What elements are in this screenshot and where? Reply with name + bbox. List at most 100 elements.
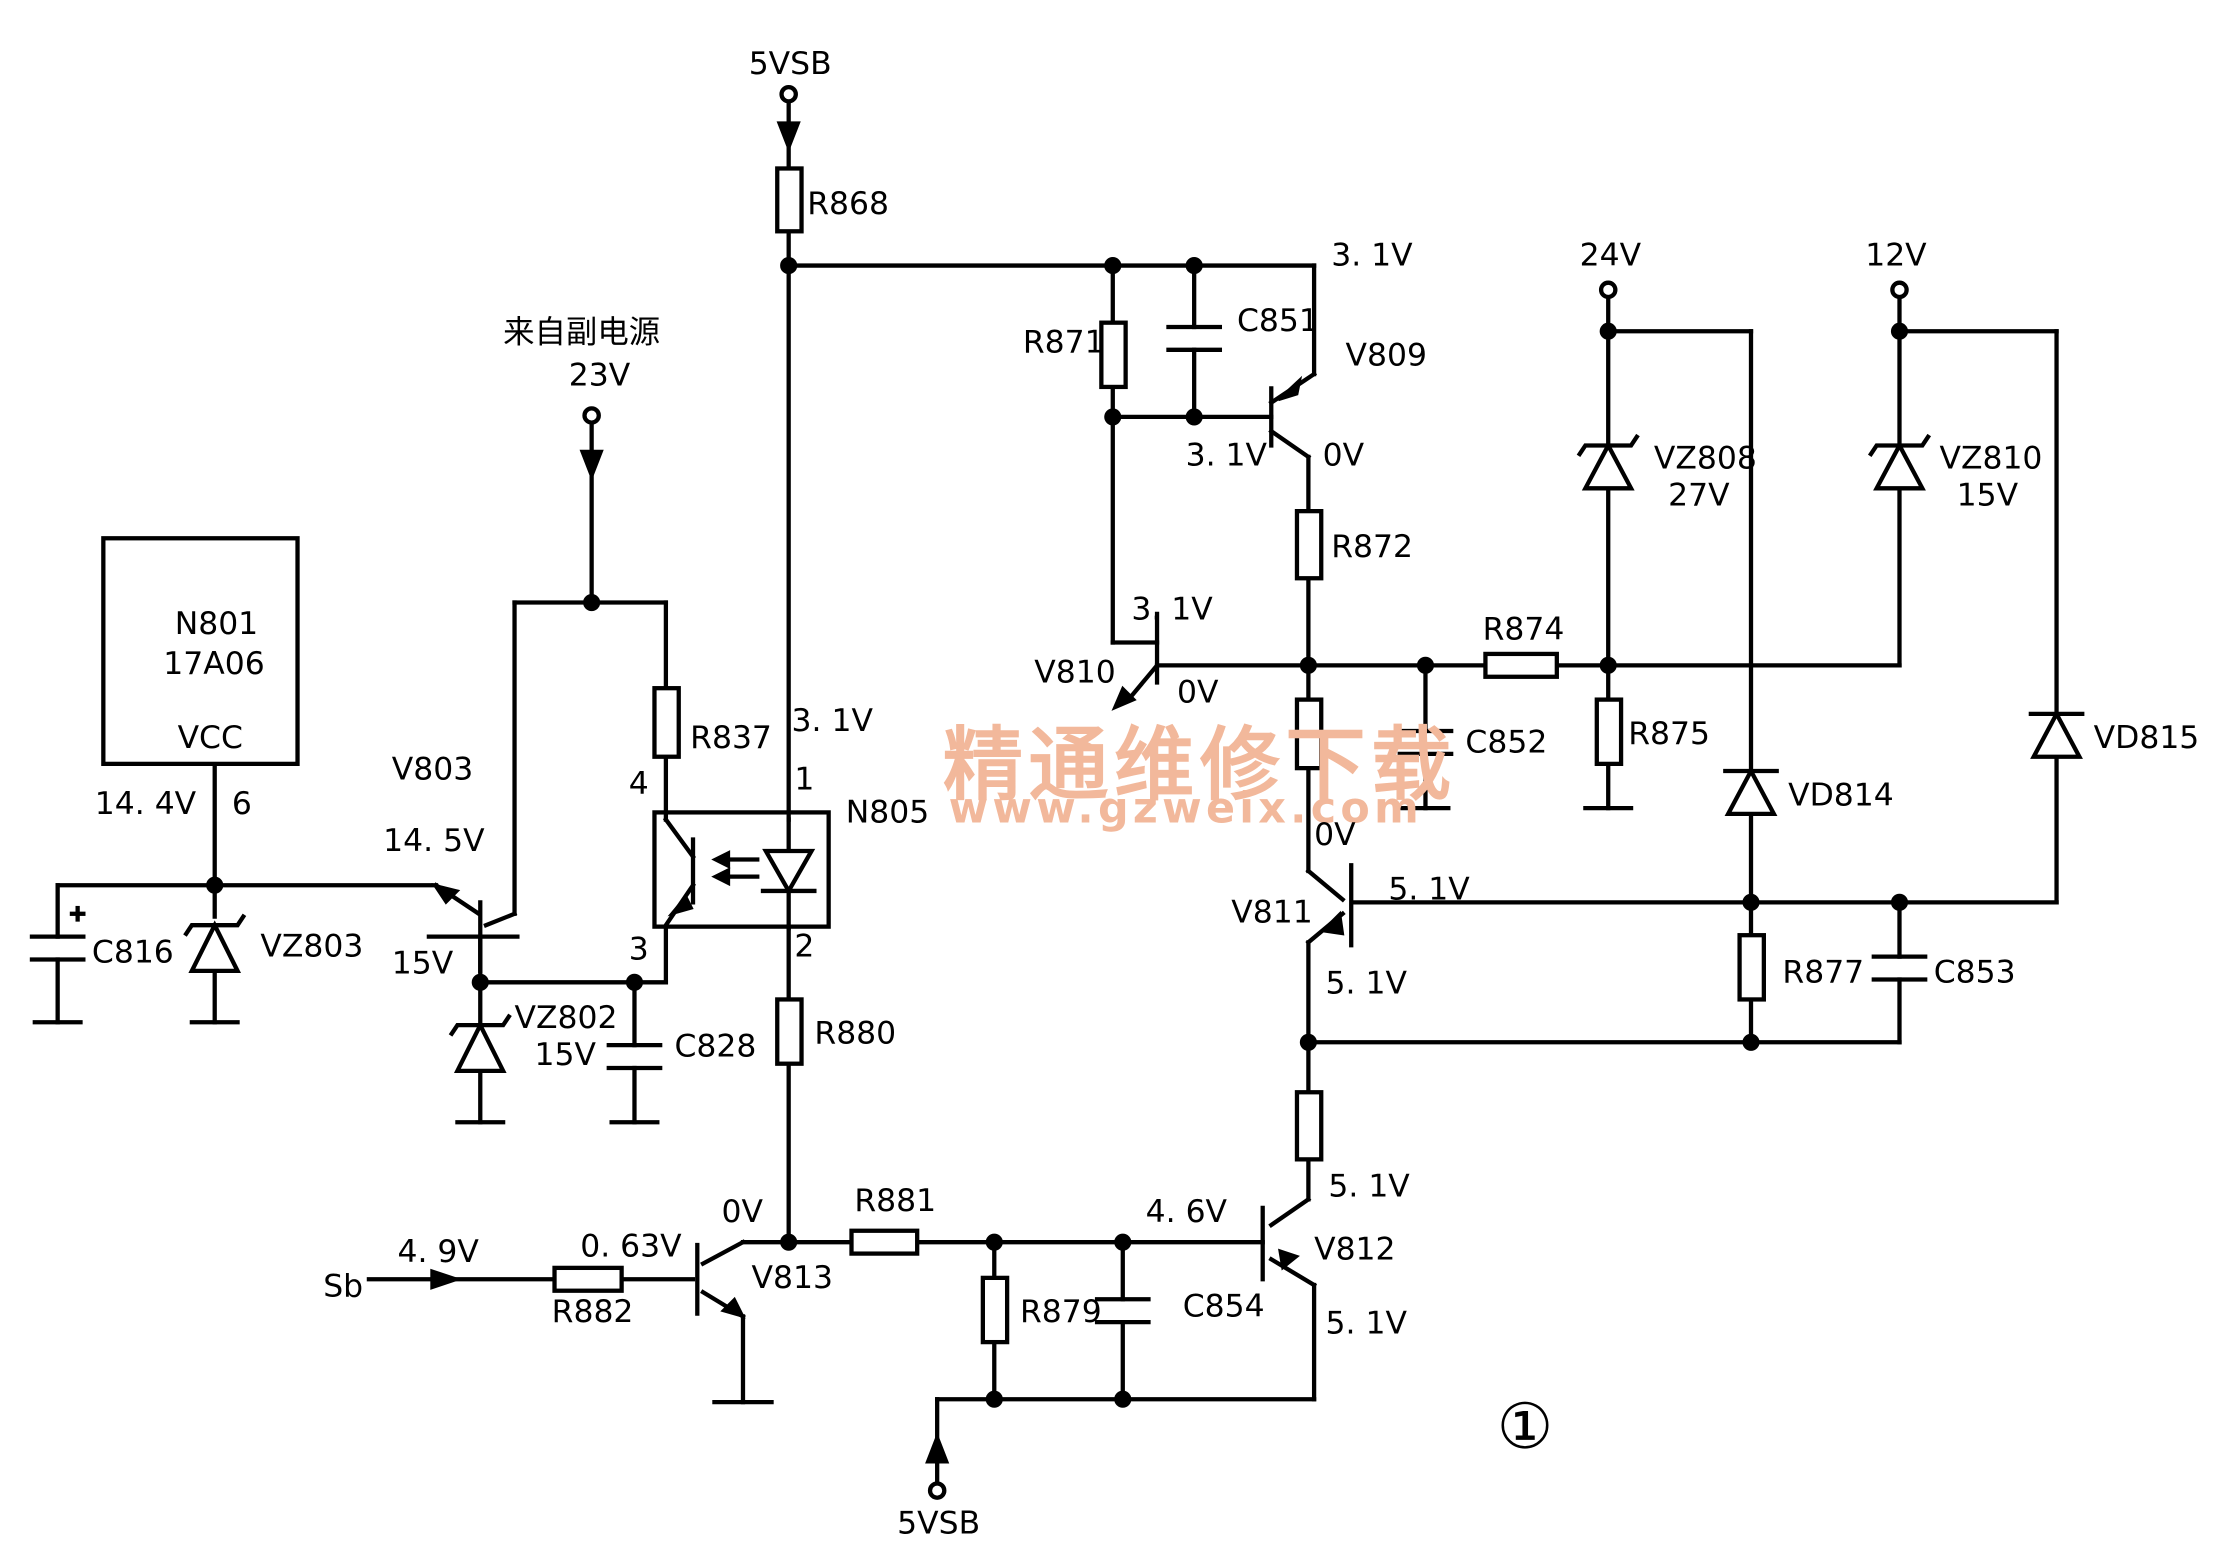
diode-vd814	[1724, 766, 1778, 816]
junctions	[206, 257, 1909, 1408]
label-v810: V810	[1034, 654, 1115, 690]
label-r874: R874	[1483, 612, 1565, 648]
label-ic-part: 17A06	[163, 646, 264, 682]
label-v813-c: 0V	[722, 1194, 764, 1230]
label-ic-vcc-v: 14. 4V	[95, 786, 197, 822]
label-v812: V812	[1314, 1231, 1395, 1267]
label-r880: R880	[814, 1016, 896, 1052]
resistor-r837	[652, 686, 681, 759]
label-v813-b: 0. 63V	[580, 1228, 682, 1264]
label-vz810: VZ810	[1939, 440, 2042, 476]
resistor-r879	[980, 1275, 1010, 1345]
optocoupler-n805	[652, 810, 831, 929]
wires	[55, 97, 2059, 1488]
label-r881: R881	[854, 1183, 936, 1219]
resistor-r871	[1099, 320, 1128, 390]
label-c828: C828	[674, 1029, 756, 1065]
terminal-24v	[1598, 280, 1618, 300]
label-n805: N805	[846, 794, 929, 830]
zener-vz808	[1581, 440, 1635, 491]
label-vz802: VZ802	[515, 1000, 618, 1036]
label-v809-b: 3. 1V	[1186, 437, 1268, 473]
label-from-aux: 来自副电源	[503, 315, 660, 351]
label-sb-in: 4. 9V	[397, 1234, 479, 1270]
label-vz808: VZ808	[1654, 440, 1757, 476]
label-5vsb-bottom: 5VSB	[897, 1505, 980, 1541]
label-c852: C852	[1465, 724, 1547, 760]
label-24v: 24V	[1580, 238, 1642, 274]
label-v812-e: 5. 1V	[1326, 1306, 1408, 1342]
resistor-v810-load	[1294, 697, 1324, 771]
label-v811-b: 0V	[1314, 817, 1356, 853]
label-v811-c: 5. 1V	[1388, 872, 1470, 908]
watermark: 精通维修下载 www.gzweix.com	[943, 718, 1457, 833]
label-v810-c: 3. 1V	[1131, 592, 1213, 628]
label-vd814: VD814	[1788, 777, 1894, 813]
watermark-cn: 精通维修下载	[943, 718, 1457, 811]
label-v803-e: 14. 5V	[383, 823, 485, 859]
transistors	[431, 371, 1354, 1319]
label-v813: V813	[752, 1260, 833, 1296]
label-c816: C816	[92, 934, 174, 970]
label-ic-pin: 6	[232, 786, 252, 822]
terminal-12v	[1890, 280, 1909, 300]
label-v812-c: 5. 1V	[1328, 1168, 1410, 1204]
label-r837: R837	[690, 720, 772, 756]
label-c851: C851	[1237, 303, 1319, 339]
label-r879: R879	[1020, 1294, 1102, 1330]
label-v811-e: 5. 1V	[1326, 966, 1408, 1002]
label-v812-b: 4. 6V	[1146, 1194, 1228, 1230]
label-v809-c: 0V	[1323, 437, 1365, 473]
resistor-r882	[552, 1265, 624, 1293]
label-c853: C853	[1934, 954, 2016, 990]
resistor-r877	[1737, 933, 1766, 1002]
label-n805-top: 3. 1V	[792, 703, 874, 739]
resistors	[552, 166, 1766, 1345]
label-23v: 23V	[569, 358, 631, 394]
resistor-r875	[1594, 697, 1624, 767]
resistor-r881	[849, 1228, 920, 1256]
zener-vz802	[453, 1020, 507, 1073]
terminal-5vsb-bottom	[927, 1481, 947, 1500]
zener-vz803	[188, 920, 242, 974]
label-vz802-v: 15V	[535, 1037, 597, 1073]
diodes	[183, 433, 2085, 1073]
label-v803: V803	[392, 752, 473, 788]
labels: 5VSB R868 来自副电源 23V 3. 1V R871 C851 V809…	[92, 46, 2199, 1541]
label-r877: R877	[1782, 954, 1864, 990]
label-r871: R871	[1023, 325, 1105, 361]
label-pin-1: 1	[794, 762, 814, 798]
label-v803-b: 15V	[392, 946, 454, 982]
diode-vd815	[2030, 709, 2083, 759]
label-r872: R872	[1331, 529, 1413, 565]
label-pin-4: 4	[629, 766, 649, 802]
label-vz803: VZ803	[260, 929, 363, 965]
label-vd815: VD815	[2094, 720, 2200, 756]
resistor-r880	[775, 997, 804, 1066]
label-c854: C854	[1183, 1288, 1265, 1324]
resistor-v812-collector	[1294, 1090, 1324, 1162]
capacitors	[29, 324, 1928, 1325]
label-vz810-v: 15V	[1957, 477, 2019, 513]
resistor-r874	[1483, 651, 1559, 679]
label-v809: V809	[1346, 338, 1427, 374]
label-sb: Sb	[323, 1268, 363, 1304]
label-pin-3: 3	[629, 931, 649, 967]
label-5vsb-top: 5VSB	[749, 46, 832, 82]
resistor-r868	[775, 166, 804, 234]
label-r875: R875	[1628, 716, 1710, 752]
terminal-5vsb-top	[779, 84, 798, 104]
terminal-23v	[582, 406, 601, 425]
label-vz808-v: 27V	[1668, 477, 1730, 513]
label-ic-name: N801	[175, 606, 258, 642]
zener-vz810	[1873, 440, 1926, 491]
label-v809-e: 3. 1V	[1331, 238, 1413, 274]
terminals	[430, 84, 1909, 1500]
resistor-r872	[1294, 509, 1324, 581]
ground-symbols	[32, 805, 1634, 1125]
label-pin-2: 2	[794, 929, 814, 965]
label-r868: R868	[807, 186, 889, 222]
label-figure-number: ①	[1497, 1390, 1553, 1463]
label-r882: R882	[552, 1294, 634, 1330]
